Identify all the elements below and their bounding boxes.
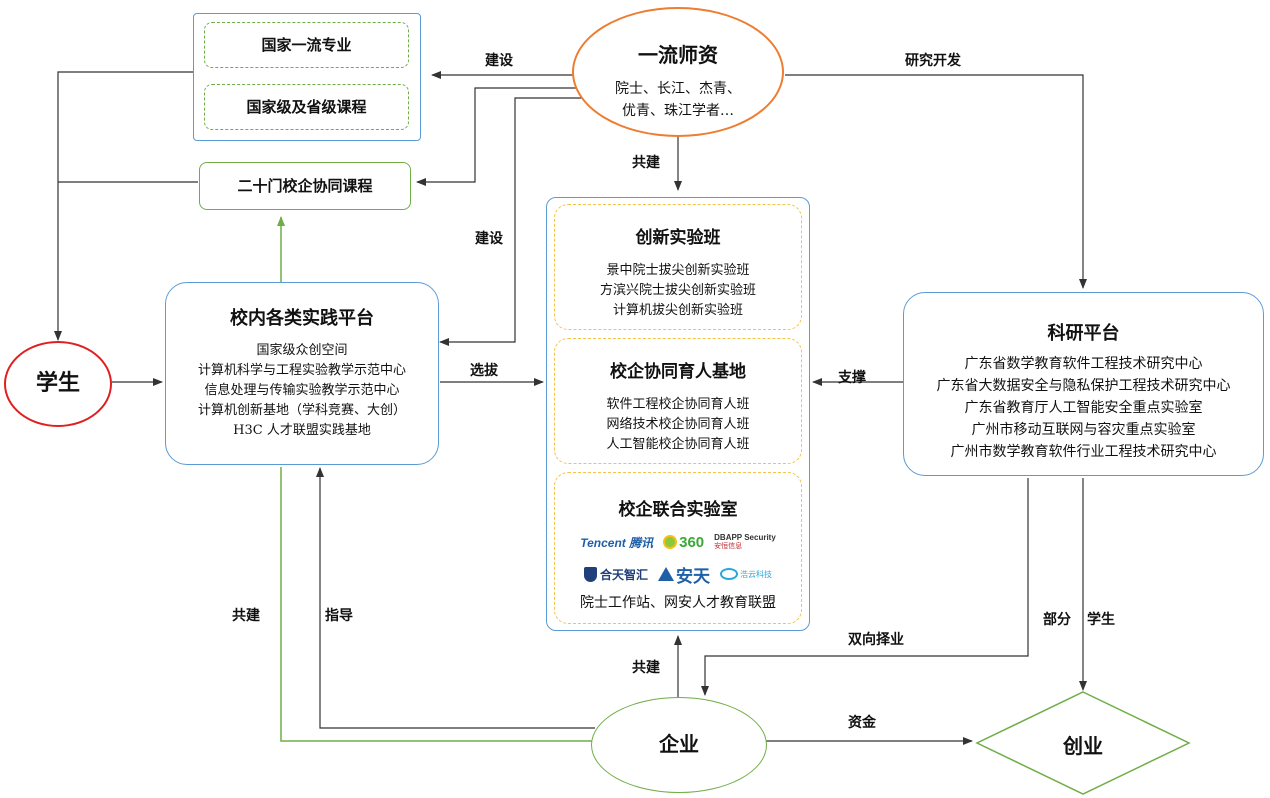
major-item-1: 国家一流专业: [204, 22, 409, 68]
antiy-mark-icon: [658, 567, 674, 581]
dbapp-logo: DBAPP Security 安恒信息: [714, 533, 776, 551]
label-build-2: 建设: [475, 231, 503, 247]
innovation-title: 创新实验班: [635, 228, 721, 248]
label-cobuild-top: 共建: [632, 155, 660, 171]
haoyun-ring-icon: [720, 568, 738, 580]
logo-360: 360: [663, 534, 704, 551]
label-twoway: 双向择业: [848, 632, 904, 648]
base-title: 校企协同育人基地: [610, 362, 746, 382]
label-select: 选拔: [470, 363, 498, 379]
label-student-small: 学生: [1087, 612, 1115, 628]
practice-line: 信息处理与传输实验教学示范中心: [204, 383, 400, 398]
research-line: 广东省教育厅人工智能安全重点实验室: [964, 400, 1203, 416]
startup-label: 创业: [1063, 734, 1103, 758]
innovation-line: 景中院士拔尖创新实验班: [606, 263, 750, 278]
practice-line: 国家级众创空间: [256, 343, 348, 358]
hetian-logo: 合天智汇: [583, 566, 648, 583]
arrow-faculty-to-practice: [439, 97, 582, 346]
logo-row-2: 合天智汇 安天 浩云科技: [555, 562, 801, 587]
line-enterprise-to-practice-green: [280, 467, 592, 742]
coop-course-box: 二十门校企协同课程: [199, 162, 411, 210]
top-majors-box: 国家一流专业 国家级及省级课程: [193, 13, 421, 141]
label-build-1: 建设: [485, 53, 513, 69]
student-ellipse: 学生: [4, 341, 112, 427]
base-line: 软件工程校企协同育人班: [606, 397, 750, 412]
coop-base-box: 校企协同育人基地 软件工程校企协同育人班 网络技术校企协同育人班 人工智能校企协…: [554, 338, 802, 464]
hetian-text: 合天智汇: [599, 567, 648, 582]
logo-grid: Tencent 腾讯 360 DBAPP Security 安恒信息 合天智汇: [555, 531, 801, 587]
logo-row-1: Tencent 腾讯 360 DBAPP Security 安恒信息: [555, 531, 801, 553]
faculty-title: 一流师资: [638, 43, 718, 67]
arrow-enterprise-to-practice: [316, 467, 595, 729]
antiy-text: 安天: [676, 566, 710, 587]
dbapp-logo-en: DBAPP Security: [714, 533, 776, 542]
haoyun-logo: 浩云科技: [720, 568, 772, 580]
enterprise-ellipse: 企业: [591, 697, 767, 793]
label-guide: 指导: [325, 608, 353, 624]
research-line: 广州市移动互联网与容灾重点实验室: [971, 422, 1196, 438]
dbapp-logo-cn: 安恒信息: [714, 542, 743, 550]
center-column-box: 创新实验班 景中院士拔尖创新实验班 方滨兴院士拔尖创新实验班 计算机拔尖创新实验…: [546, 197, 810, 631]
logo-360-icon: [663, 535, 678, 549]
joint-lab-box: 校企联合实验室 Tencent 腾讯 360 DBAPP Security 安恒…: [554, 472, 802, 624]
base-line: 网络技术校企协同育人班: [606, 417, 750, 432]
logo-360-text: 360: [679, 533, 705, 551]
startup-diamond: [975, 691, 1191, 795]
major-item-2: 国家级及省级课程: [204, 84, 409, 130]
research-line: 广东省大数据安全与隐私保护工程技术研究中心: [936, 378, 1231, 394]
line-majors-to-student: [54, 71, 195, 341]
label-part: 部分: [1043, 612, 1071, 628]
practice-line: 计算机科学与工程实验教学示范中心: [197, 363, 406, 378]
base-line: 人工智能校企协同育人班: [606, 437, 750, 452]
research-platform-box: 科研平台 广东省数学教育软件工程技术研究中心 广东省大数据安全与隐私保护工程技术…: [903, 292, 1264, 476]
tencent-logo: Tencent 腾讯: [580, 535, 654, 550]
joint-lab-footer: 院士工作站、网安人才教育联盟: [580, 595, 776, 611]
faculty-ellipse: 一流师资 院士、长江、杰青、 优青、珠江学者…: [572, 7, 784, 137]
label-cobuild-bottom: 共建: [632, 660, 660, 676]
research-title: 科研平台: [1047, 323, 1120, 344]
research-list: 广东省数学教育软件工程技术研究中心 广东省大数据安全与隐私保护工程技术研究中心 …: [904, 353, 1263, 463]
label-fund: 资金: [848, 715, 876, 731]
practice-title: 校内各类实践平台: [230, 308, 374, 329]
arrow-faculty-to-research: [785, 74, 1087, 289]
hetian-shield-icon: [583, 566, 597, 582]
practice-line: H3C 人才联盟实践基地: [233, 423, 371, 438]
research-line: 广东省数学教育软件工程技术研究中心: [964, 356, 1203, 372]
label-cobuild-left: 共建: [232, 608, 260, 624]
arrow-research-to-enterprise: [701, 478, 1029, 696]
research-line: 广州市数学教育软件行业工程技术研究中心: [950, 444, 1217, 460]
arrow-faculty-to-coopcourse: [416, 87, 580, 186]
faculty-line-1: 院士、长江、杰青、: [615, 81, 741, 97]
faculty-line-2: 优青、珠江学者…: [622, 103, 734, 119]
label-rnd: 研究开发: [905, 53, 961, 69]
innovation-list: 景中院士拔尖创新实验班 方滨兴院士拔尖创新实验班 计算机拔尖创新实验班: [555, 261, 801, 321]
innovation-line: 计算机拔尖创新实验班: [612, 303, 743, 318]
practice-line: 计算机创新基地（学科竞赛、大创）: [197, 403, 406, 418]
joint-lab-title: 校企联合实验室: [618, 500, 738, 520]
base-list: 软件工程校企协同育人班 网络技术校企协同育人班 人工智能校企协同育人班: [555, 395, 801, 455]
antiy-logo: 安天: [658, 562, 710, 587]
innovation-line: 方滨兴院士拔尖创新实验班: [599, 283, 756, 298]
innovation-class-box: 创新实验班 景中院士拔尖创新实验班 方滨兴院士拔尖创新实验班 计算机拔尖创新实验…: [554, 204, 802, 330]
label-support: 支撑: [838, 370, 866, 386]
practice-list: 国家级众创空间 计算机科学与工程实验教学示范中心 信息处理与传输实验教学示范中心…: [166, 341, 438, 441]
practice-platform-box: 校内各类实践平台 国家级众创空间 计算机科学与工程实验教学示范中心 信息处理与传…: [165, 282, 439, 465]
haoyun-text: 浩云科技: [740, 569, 772, 579]
